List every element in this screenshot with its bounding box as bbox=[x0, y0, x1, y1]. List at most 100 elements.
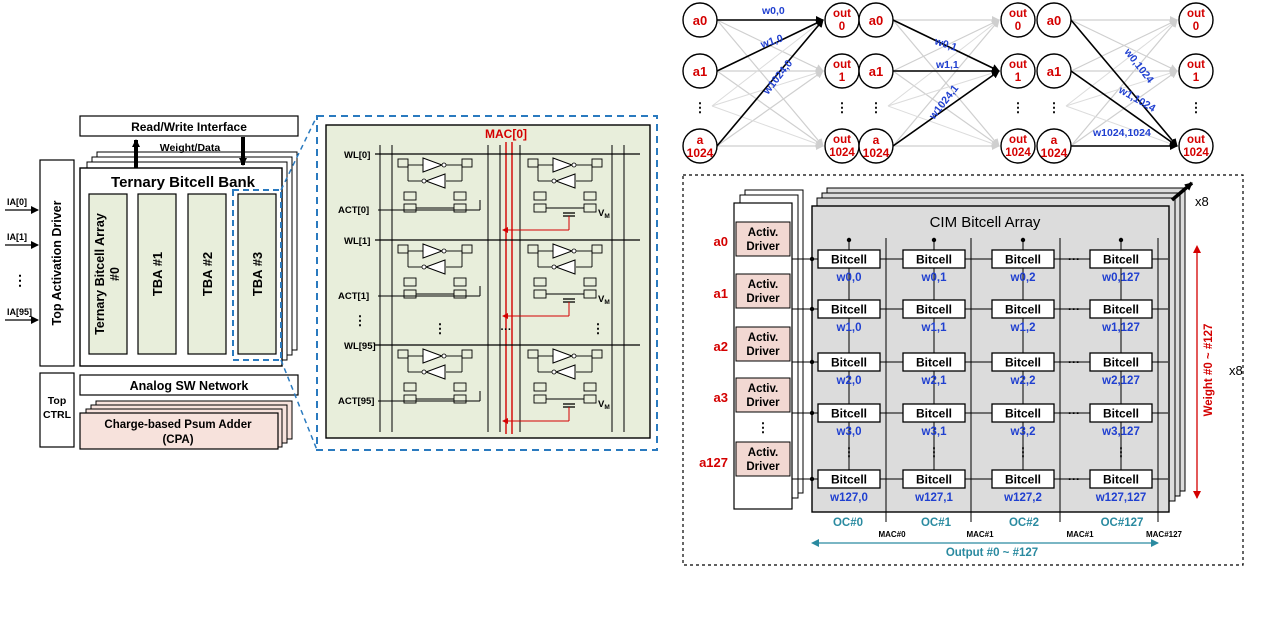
row-hdots: ··· bbox=[1068, 252, 1080, 266]
gray-edge bbox=[711, 105, 824, 148]
output-node-label: 1 bbox=[1193, 72, 1200, 84]
cim-array-panel: CIM Bitcell Array x8 x8 Activ.Drivera0Bi… bbox=[682, 174, 1244, 566]
bitcell-label: Bitcell bbox=[1005, 303, 1041, 317]
inverter-bottom bbox=[554, 259, 576, 275]
gray-edge bbox=[887, 69, 1000, 107]
weight-label: w2,0 bbox=[836, 375, 862, 387]
row-input-label: a2 bbox=[714, 339, 728, 354]
top-activation-driver-box bbox=[39, 159, 75, 367]
wl-label: WL[0] bbox=[344, 150, 370, 161]
weight-label: w127,1 bbox=[914, 492, 953, 504]
oc-label: OC#2 bbox=[1009, 517, 1039, 529]
output-node bbox=[1000, 2, 1036, 38]
circuit-row-1: WL[1] ACT[1] VM bbox=[338, 236, 640, 319]
output-node-label: 1 bbox=[1015, 72, 1022, 84]
network-0: w0,0w1,0w1024,0a0a1⋮a1024out0out1out1024… bbox=[682, 2, 860, 164]
mac-label: MAC#1 bbox=[1066, 530, 1094, 539]
output-node-label: out bbox=[833, 134, 851, 146]
output-node-label: 0 bbox=[1015, 21, 1021, 33]
mac-label: MAC#1 bbox=[966, 530, 994, 539]
bitcell bbox=[1089, 299, 1153, 319]
top-activation-driver-label: Top Activation Driver bbox=[50, 200, 64, 325]
input-node bbox=[1036, 2, 1072, 38]
output-dots: ⋮ bbox=[836, 100, 849, 115]
cim-dashed-frame bbox=[682, 174, 1244, 566]
bitcell-label: Bitcell bbox=[916, 253, 952, 267]
input-node bbox=[682, 128, 718, 164]
bank-title: Ternary Bitcell Bank bbox=[111, 174, 256, 191]
tba3-highlight bbox=[232, 189, 282, 361]
output-node-label: out bbox=[1187, 134, 1205, 146]
bitcell-label: Bitcell bbox=[831, 303, 867, 317]
weight-label: w1,0 bbox=[836, 322, 862, 334]
input-node-label: a1 bbox=[869, 64, 883, 79]
vm-label: VM bbox=[598, 208, 610, 220]
input-node-label: a0 bbox=[693, 13, 707, 28]
weight-label: w1,1 bbox=[921, 322, 948, 334]
circuit-row-2: WL[95]ACT[95]VM bbox=[338, 341, 640, 424]
inverter-bottom bbox=[424, 259, 446, 275]
driver-dots: ⋮ bbox=[757, 420, 770, 435]
gray-edge bbox=[887, 105, 1000, 148]
ia0-label: IA[0] bbox=[7, 197, 27, 207]
bitcell bbox=[991, 249, 1055, 269]
output-node-label: out bbox=[1187, 59, 1205, 71]
sram-cell-right bbox=[527, 348, 603, 404]
input-dots: ⋮ bbox=[694, 100, 707, 115]
column-dots: ⋮ bbox=[1017, 445, 1029, 459]
weight-range-label: Weight #0 ~ #127 bbox=[1203, 324, 1215, 417]
top-ctrl-line2: CTRL bbox=[43, 409, 72, 421]
act-label: ACT[1] bbox=[338, 291, 369, 302]
activ-driver-label: Activ. bbox=[748, 332, 778, 344]
column-dots: ⋮ bbox=[928, 445, 940, 459]
weight-label: w0,127 bbox=[1101, 272, 1140, 284]
activ-driver-label: Activ. bbox=[748, 279, 778, 291]
activ-driver bbox=[735, 273, 791, 309]
weight-label: w3,2 bbox=[1010, 426, 1036, 438]
wl-label: WL[95] bbox=[344, 341, 376, 352]
tba2-label: TBA #2 bbox=[200, 252, 215, 296]
bitcell bbox=[1089, 352, 1153, 372]
tba0-sub: #0 bbox=[108, 267, 122, 281]
circuit-vdots-left: ⋮ bbox=[354, 313, 367, 328]
row-hdots: ··· bbox=[1068, 472, 1080, 486]
output-node-label: out bbox=[1187, 8, 1205, 20]
row-hdots: ··· bbox=[1068, 406, 1080, 420]
bitcell-circuit-panel: MAC[0] WL[0]ACT[0]VMWL[1]ACT[1]VMWL[95]A… bbox=[316, 115, 658, 451]
weight-label: w0,0 bbox=[761, 5, 785, 17]
tba0-box bbox=[88, 193, 128, 355]
x8-right: x8 bbox=[1229, 363, 1243, 378]
input-dots: ⋮ bbox=[1048, 100, 1061, 115]
bitcell-label: Bitcell bbox=[916, 473, 952, 487]
act-label: ACT[0] bbox=[338, 205, 369, 216]
weight-label: w127,0 bbox=[829, 492, 868, 504]
weight-label: w3,1 bbox=[921, 426, 948, 438]
output-node bbox=[1178, 128, 1214, 164]
activ-driver-label: Driver bbox=[746, 346, 780, 358]
ia95-label: IA[95] bbox=[7, 307, 32, 317]
bitcell-label: Bitcell bbox=[916, 407, 952, 421]
inverter-bottom bbox=[424, 364, 446, 380]
input-node-label: 1024 bbox=[863, 146, 890, 160]
inverter-bottom bbox=[554, 173, 576, 189]
weight-data-label: Weight/Data bbox=[160, 142, 221, 154]
tba3-label: TBA #3 bbox=[250, 252, 265, 296]
analog-sw-box bbox=[79, 374, 299, 396]
neural-network-diagrams: w0,0w1,0w1024,0a0a1⋮a1024out0out1out1024… bbox=[682, 2, 1214, 164]
wl-label: WL[1] bbox=[344, 236, 370, 247]
cpa-line1: Charge-based Psum Adder bbox=[104, 419, 252, 431]
ia-dots: ⋮ bbox=[13, 272, 27, 288]
output-node bbox=[1000, 53, 1036, 89]
tba1-box bbox=[137, 193, 177, 355]
row-input-label: a3 bbox=[714, 390, 728, 405]
row-hdots: ··· bbox=[1068, 355, 1080, 369]
output-node-label: 1024 bbox=[1005, 147, 1031, 159]
input-dots: ⋮ bbox=[870, 100, 883, 115]
weight-label: w1,0 bbox=[758, 32, 784, 51]
vm-label: VM bbox=[598, 294, 610, 306]
weight-label: w127,127 bbox=[1095, 492, 1147, 504]
activ-driver-label: Activ. bbox=[748, 227, 778, 239]
oc-label: OC#0 bbox=[833, 517, 863, 529]
act-label: ACT[95] bbox=[338, 396, 374, 407]
